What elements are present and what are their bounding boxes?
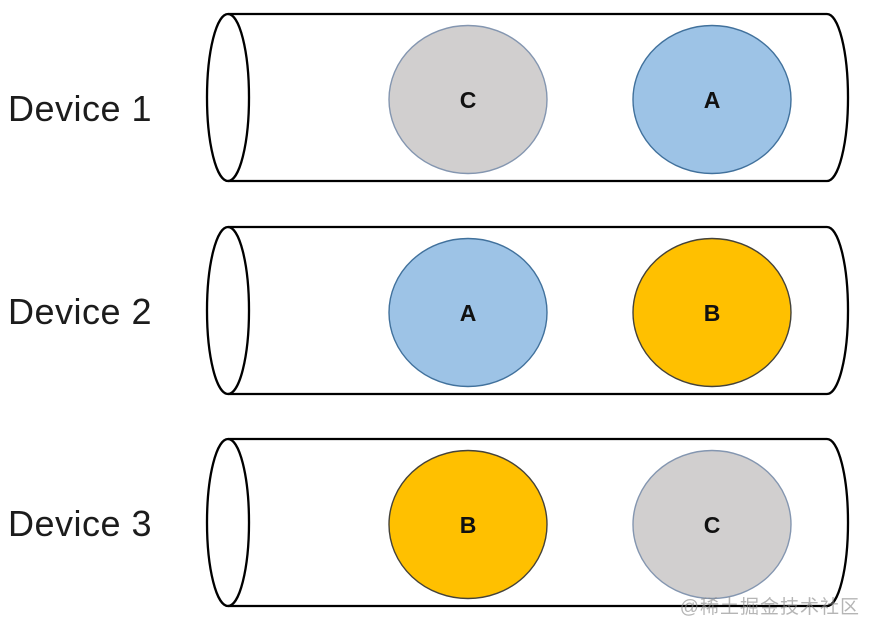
device-1-row: Device 1 C A <box>8 12 850 183</box>
device-2-row: Device 2 A B <box>8 225 850 396</box>
data-ball-a <box>388 237 548 388</box>
data-ball-letter: C <box>460 87 477 113</box>
data-ball-a <box>632 24 792 175</box>
device-1-label: Device 1 <box>8 88 152 129</box>
data-ball-letter: A <box>704 87 721 113</box>
data-ball-c <box>632 449 792 600</box>
data-ball-b <box>388 449 548 600</box>
data-ball-letter: B <box>704 300 721 326</box>
data-ball-b <box>632 237 792 388</box>
site-watermark: @稀土掘金技术社区 <box>679 597 860 618</box>
data-ball-c <box>388 24 548 175</box>
data-ball-letter: B <box>460 512 477 538</box>
cylinder-end-cap <box>205 437 251 608</box>
cylinder-body <box>228 437 850 608</box>
cylinder-end-cap <box>205 225 251 396</box>
data-ball-letter: A <box>460 300 477 326</box>
cylinder-body <box>228 12 850 183</box>
data-ball-letter: C <box>704 512 721 538</box>
cylinder-end-cap <box>205 12 251 183</box>
device-3-row: Device 3 B C <box>8 437 850 608</box>
device-3-label: Device 3 <box>8 503 152 544</box>
cylinder-body <box>228 225 850 396</box>
device-2-label: Device 2 <box>8 291 152 332</box>
